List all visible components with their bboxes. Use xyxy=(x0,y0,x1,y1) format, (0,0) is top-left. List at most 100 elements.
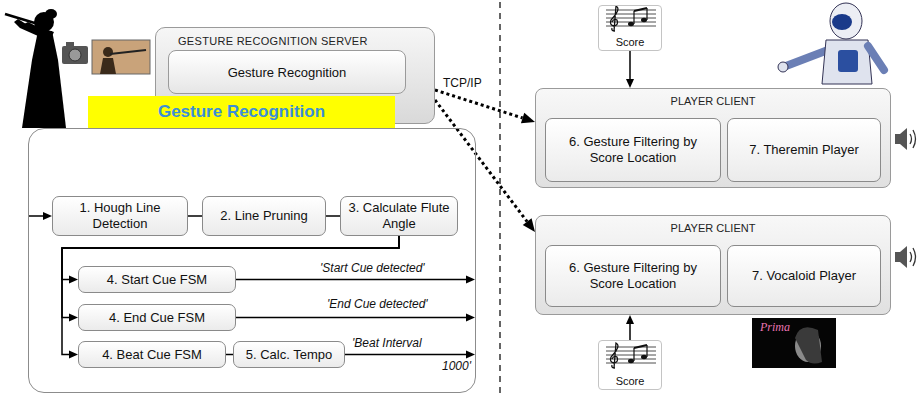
input-arrow xyxy=(29,212,52,220)
process-box: 6. Gesture Filtering by Score Location xyxy=(545,118,721,182)
hair xyxy=(45,9,57,19)
staff-line xyxy=(606,351,656,352)
arm xyxy=(24,22,54,36)
icon-label: Score xyxy=(616,36,645,48)
box-title: PLAYER CLIENT xyxy=(536,95,890,107)
flutist-silhouette xyxy=(5,9,66,128)
sound-wave xyxy=(913,248,916,266)
module-box: Gesture Recognition xyxy=(168,50,406,94)
note-head xyxy=(628,359,634,363)
robot-chest xyxy=(838,50,858,72)
process-box: 5. Calc. Tempo xyxy=(233,341,345,368)
divider-line xyxy=(499,2,501,393)
box-label: 6. Gesture Filtering by Score Location xyxy=(552,260,714,291)
flow-connector xyxy=(326,216,340,217)
arrowhead xyxy=(466,351,475,359)
note-stem xyxy=(646,8,647,20)
photo-body xyxy=(100,58,116,74)
note-head xyxy=(641,355,647,359)
box-title: PLAYER CLIENT xyxy=(536,222,890,234)
note-head xyxy=(641,18,647,22)
flow-connector xyxy=(226,354,233,355)
signal-label: 'End Cue detected' xyxy=(325,297,430,311)
note-beam xyxy=(634,8,647,11)
speaker-body xyxy=(895,134,900,144)
robot-visor xyxy=(832,14,852,30)
vocaloid-image xyxy=(752,318,836,368)
arrowhead xyxy=(43,212,52,220)
signal-label: 'Beat Interval xyxy=(350,336,424,350)
arrow-line xyxy=(29,215,44,217)
connector-line xyxy=(188,215,202,217)
signal-label: 'Start Cue detected' xyxy=(318,261,427,275)
process-box: 3. Calculate Flute Angle xyxy=(340,196,458,236)
robot-arm xyxy=(786,50,828,66)
arrowhead xyxy=(69,276,78,284)
robot-illustration xyxy=(778,3,884,84)
note-beam xyxy=(634,345,647,348)
score-icon-bottom xyxy=(598,340,662,390)
sound-wave xyxy=(913,130,916,148)
connector-line xyxy=(435,90,523,118)
process-box: 1. Hough Line Detection xyxy=(52,196,188,236)
speaker-icon xyxy=(895,246,916,268)
process-box: 4. Start Cue FSM xyxy=(78,266,236,293)
box-label: 4. Start Cue FSM xyxy=(107,272,207,288)
dress xyxy=(22,31,66,128)
connector-line xyxy=(62,236,399,355)
speaker-cone xyxy=(900,128,907,150)
robot-arm xyxy=(868,46,884,70)
robot-hand xyxy=(778,62,788,72)
box-label: 3. Calculate Flute Angle xyxy=(347,200,451,231)
process-box: 4. Beat Cue FSM xyxy=(78,341,226,368)
treble-clef xyxy=(610,343,618,368)
arrowhead xyxy=(521,113,535,123)
flow-connector xyxy=(626,315,634,340)
staff-line xyxy=(606,14,656,15)
score-icon: Score xyxy=(598,340,662,390)
speaker-body xyxy=(895,252,900,262)
box-label: Gesture Recognition xyxy=(228,65,347,80)
box-label: 7. Theremin Player xyxy=(749,142,859,158)
box-label: 4. Beat Cue FSM xyxy=(102,347,202,363)
camera-photo xyxy=(92,40,150,74)
process-box: 6. Gesture Filtering by Score Location xyxy=(545,245,721,307)
network-connector xyxy=(435,90,535,123)
camera-lens xyxy=(69,49,81,61)
box-label: 7. Vocaloid Player xyxy=(752,268,856,284)
box-label: 6. Gesture Filtering by Score Location xyxy=(552,134,714,165)
box-title: GESTURE RECOGNITION SERVER xyxy=(178,35,434,47)
arrow-line xyxy=(345,354,467,356)
score-ground xyxy=(598,340,662,390)
arrowhead xyxy=(626,79,634,88)
connector-line xyxy=(629,51,631,79)
arrowhead xyxy=(626,315,634,324)
arrowhead xyxy=(69,351,78,359)
note-head xyxy=(628,22,634,26)
arrowhead xyxy=(69,314,78,322)
photo-flute xyxy=(110,50,146,54)
note-stem xyxy=(646,345,647,357)
score-icon-top xyxy=(598,5,662,51)
connector-line xyxy=(326,215,340,217)
arrowhead xyxy=(466,314,475,322)
treble-clef xyxy=(610,6,618,31)
client-box: PLAYER CLIENT 6. Gesture Filtering by Sco… xyxy=(535,88,891,188)
note-stem xyxy=(633,11,634,24)
banner-title: Gesture Recognition xyxy=(88,96,395,128)
box-label: 1. Hough Line Detection xyxy=(59,200,181,231)
sound-wave xyxy=(910,134,912,144)
box-label: 2. Line Pruning xyxy=(220,208,307,224)
speaker-cone xyxy=(900,246,907,268)
speaker-icon xyxy=(895,128,916,150)
flow-connector xyxy=(626,51,634,88)
box-label: 4. End Cue FSM xyxy=(109,310,205,326)
photo-frame xyxy=(92,40,150,74)
process-box: 7. Vocaloid Player xyxy=(727,245,881,307)
staff-line xyxy=(606,10,656,11)
arrowhead xyxy=(466,276,475,284)
arrow-line xyxy=(236,317,467,319)
camera-icon xyxy=(62,42,88,64)
